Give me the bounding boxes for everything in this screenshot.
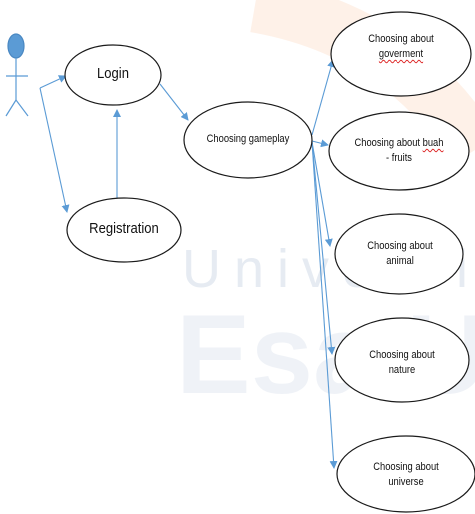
actor-head	[7, 33, 25, 59]
goverment-usecase	[330, 11, 472, 97]
universe-usecase	[336, 435, 475, 513]
login-text: Login	[97, 66, 129, 83]
gameplay-to-buah-connector	[311, 139, 329, 148]
actor-figure	[5, 33, 29, 117]
universe-line1: Choosing about	[373, 461, 439, 474]
animal-line2: animal	[386, 255, 414, 267]
goverment-line2: goverment	[378, 48, 424, 60]
buah-line2: - fruits	[386, 152, 412, 164]
registration-usecase	[66, 197, 182, 263]
universe-label: Choosing about universe	[355, 455, 457, 495]
gameplay-to-universe-connector	[311, 141, 338, 469]
registration-label: Registration	[75, 218, 174, 242]
actor-to-login-connector	[39, 75, 67, 89]
gameplay-usecase	[183, 101, 313, 179]
nature-line2: nature	[388, 364, 416, 376]
animal-line1: Choosing about	[367, 240, 433, 253]
buah-label: Choosing about buah - fruits	[344, 131, 455, 171]
goverment-label: Choosing about goverment	[350, 27, 452, 67]
animal-usecase	[334, 213, 464, 295]
actor-to-registration-connector	[39, 87, 70, 213]
actor-right-leg	[15, 99, 29, 117]
buah-word: buah	[422, 137, 444, 150]
goverment-line1: Choosing about	[368, 33, 434, 46]
gameplay-label: Choosing gameplay	[201, 130, 295, 148]
buah-line1-prefix: Choosing about	[354, 137, 423, 150]
login-to-gameplay-connector	[159, 83, 189, 121]
nature-label: Choosing about nature	[351, 343, 453, 383]
registration-text: Registration	[89, 221, 159, 238]
gameplay-text: Choosing gameplay	[206, 132, 290, 145]
buah-line1: Choosing about buah	[355, 136, 444, 151]
gameplay-to-animal-connector	[311, 141, 333, 247]
nature-line1: Choosing about	[369, 349, 435, 362]
gameplay-to-nature-connector	[311, 141, 336, 355]
nature-usecase	[334, 317, 470, 403]
gameplay-to-goverment-connector	[311, 59, 335, 136]
login-label: Login	[77, 63, 149, 87]
login-usecase	[64, 44, 162, 106]
buah-usecase	[328, 111, 470, 191]
animal-label: Choosing about animal	[349, 234, 451, 274]
actor-left-leg	[5, 99, 17, 117]
universe-line2: universe	[388, 476, 424, 488]
